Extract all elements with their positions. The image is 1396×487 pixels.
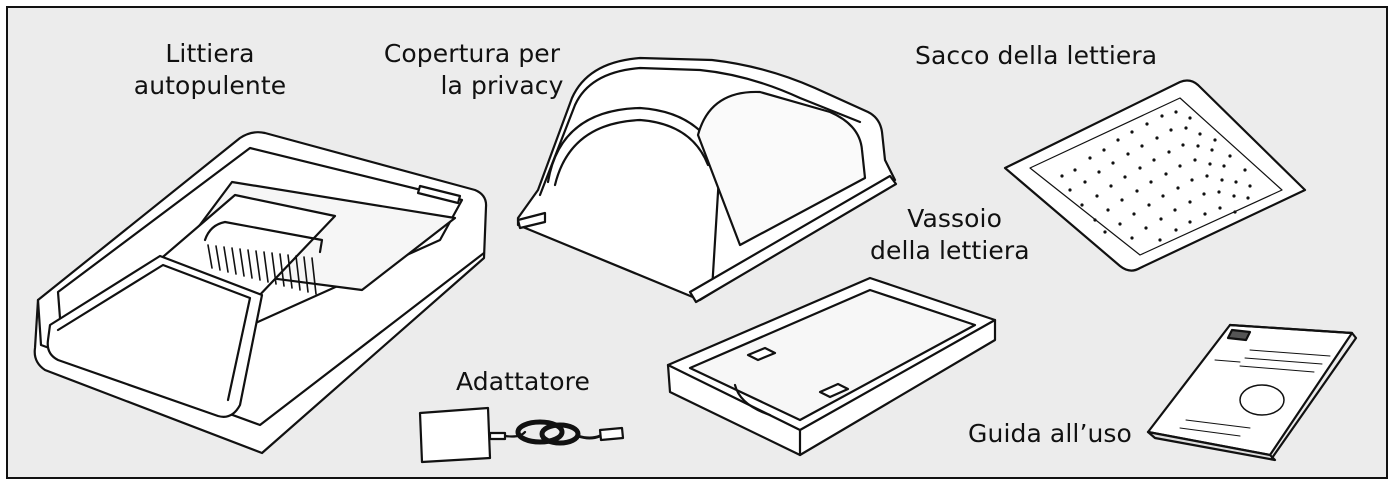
power-adapter (418, 406, 625, 464)
tray-label-line1: Vassoio (907, 204, 1002, 233)
guide-label: Guida all’uso (965, 418, 1135, 450)
litter-bag-label: Sacco della lettiera (915, 40, 1158, 72)
privacy-cover (516, 56, 898, 304)
privacy-cover-label-line2: la privacy (440, 71, 564, 100)
adapter-label: Adattatore (448, 366, 598, 398)
self-cleaning-litter-box (33, 131, 488, 455)
tray-label-line2: della lettiera (870, 236, 1030, 265)
adapter-label-text: Adattatore (456, 367, 590, 396)
privacy-cover-label: Copertura per la privacy (372, 38, 572, 102)
litter-box-label-line2: autopulente (133, 71, 287, 100)
litter-bag-label-text: Sacco della lettiera (915, 41, 1158, 70)
privacy-cover-label-line1: Copertura per (383, 39, 561, 68)
user-guide-booklet (1146, 323, 1358, 462)
guide-label-text: Guida all’uso (968, 419, 1132, 448)
litter-bag (1003, 79, 1307, 272)
tray-label: Vassoio della lettiera (870, 203, 1030, 267)
litter-tray (666, 276, 997, 457)
litter-box-label-line1: Littiera (165, 39, 255, 68)
litter-box-label: Littiera autopulente (120, 38, 300, 102)
